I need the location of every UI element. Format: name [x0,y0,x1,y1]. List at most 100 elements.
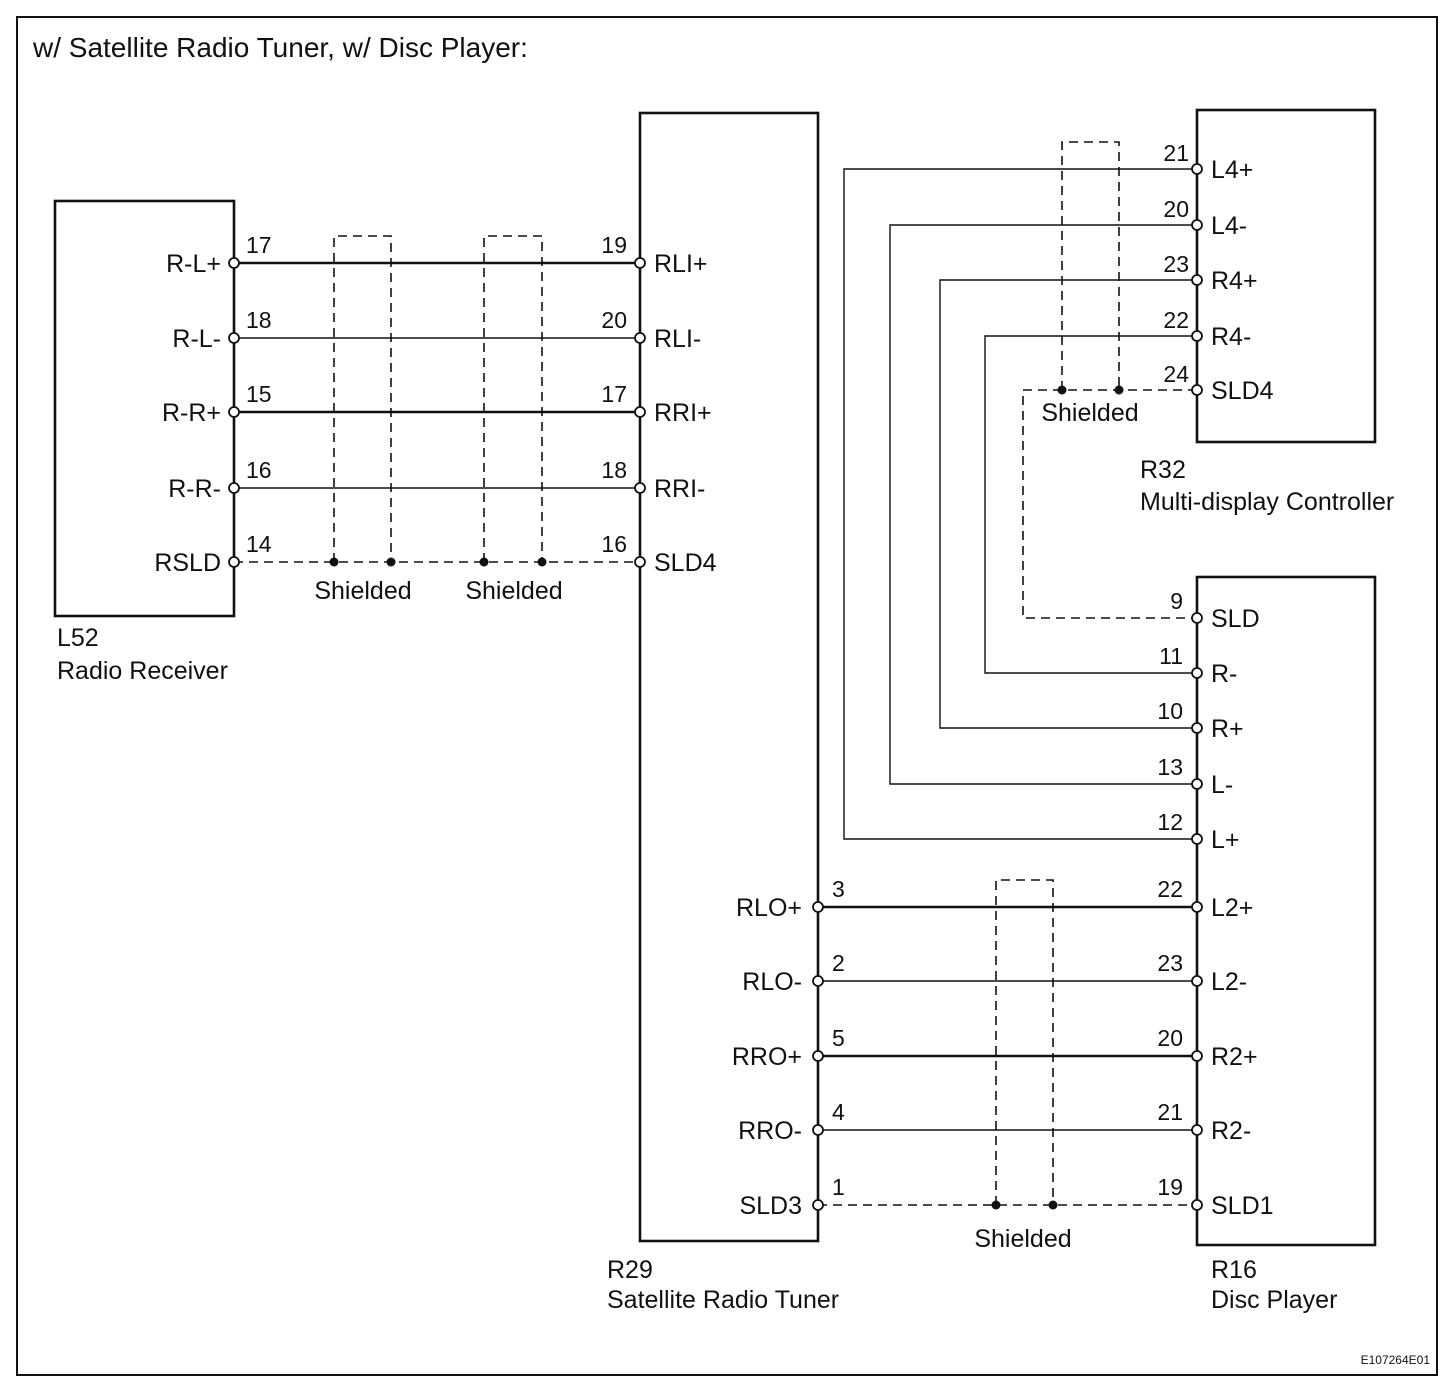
pin-number: 20 [1157,1025,1183,1051]
pin-number: 3 [832,876,845,902]
pin-label: R-L+ [166,250,221,278]
pin-label: L2+ [1211,894,1253,922]
pin-label: L4+ [1211,156,1253,184]
pin-terminal [812,901,824,913]
pin-label: SLD4 [654,549,717,577]
shield-loop-a [333,235,392,562]
shield-loop-c [1061,141,1120,390]
shield-junction [1048,1200,1058,1210]
pin-label: RRO- [738,1117,802,1145]
pin-terminal [1191,975,1203,987]
pin-number: 14 [246,531,272,557]
pin-label: SLD1 [1211,1192,1274,1220]
pin-terminal [1191,778,1203,790]
pin-terminal [1191,612,1203,624]
pin-label: SLD [1211,605,1260,633]
pin-number: 23 [1163,251,1189,277]
wire-r4-minus [984,335,1197,674]
pin-terminal [228,332,240,344]
pin-label: L4- [1211,212,1247,240]
pin-label: R4- [1211,323,1251,351]
shield-junction [537,557,547,567]
pin-number: 18 [601,457,627,483]
pin-label: SLD3 [739,1192,802,1220]
pin-number: 16 [246,457,272,483]
pin-label: R4+ [1211,267,1258,295]
wire-l4-minus [889,224,1197,785]
figure-code: E107264E01 [1361,1353,1431,1367]
pin-terminal [634,482,646,494]
pin-terminal [228,556,240,568]
pin-label: R+ [1211,715,1244,743]
pin-terminal [228,482,240,494]
pin-number: 22 [1157,876,1183,902]
pin-terminal [812,975,824,987]
pin-number: 5 [832,1025,845,1051]
pin-label: R- [1211,660,1237,688]
shield-junction [329,557,339,567]
shielded-label: Shielded [1041,399,1138,427]
shielded-label: Shielded [314,577,411,605]
pin-terminal [812,1050,824,1062]
shield-loop-b [483,235,543,562]
pin-number: 20 [1163,196,1189,222]
pin-number: 9 [1170,588,1183,614]
pin-terminal [1191,722,1203,734]
pin-terminal [634,556,646,568]
wire-shield-controller-disc [1022,389,1197,619]
wire-r4-plus [939,279,1197,729]
pin-label: RRI+ [654,399,712,427]
pin-terminal [1191,274,1203,286]
shield-junction [991,1200,1001,1210]
shield-junction [479,557,489,567]
diagram-title: w/ Satellite Radio Tuner, w/ Disc Player… [32,32,528,63]
pin-terminal [1191,219,1203,231]
satellite-radio-tuner-code: R29 [607,1256,653,1284]
pin-number: 20 [601,307,627,333]
pin-terminal [812,1199,824,1211]
pin-terminal [634,332,646,344]
pin-label: SLD4 [1211,377,1274,405]
pin-label: RSLD [154,549,221,577]
shield-junction [386,557,396,567]
pin-terminal [1191,833,1203,845]
diagram-frame [16,16,1438,1376]
pin-number: 13 [1157,754,1183,780]
pin-number: 15 [246,381,272,407]
pin-terminal [1191,1050,1203,1062]
satellite-radio-tuner-name: Satellite Radio Tuner [607,1286,839,1314]
pin-number: 19 [1157,1174,1183,1200]
pin-terminal [1191,1199,1203,1211]
pin-label: RLO+ [736,894,802,922]
pin-terminal [1191,163,1203,175]
pin-number: 1 [832,1174,845,1200]
pin-label: R-L- [172,325,221,353]
pin-terminal [634,406,646,418]
pin-label: L+ [1211,826,1240,854]
pin-number: 10 [1157,698,1183,724]
satellite-radio-tuner-box [638,111,820,1243]
pin-number: 24 [1163,361,1189,387]
shield-loop-d [995,879,1054,1205]
shield-junction [1114,385,1124,395]
pin-number: 19 [601,232,627,258]
pin-label: R-R- [168,475,221,503]
multi-display-controller-code: R32 [1140,456,1186,484]
pin-number: 21 [1157,1099,1183,1125]
pin-number: 22 [1163,307,1189,333]
pin-terminal [634,257,646,269]
pin-number: 17 [601,381,627,407]
pin-label: RRI- [654,475,705,503]
pin-terminal [1191,1124,1203,1136]
pin-number: 18 [246,307,272,333]
wire-l4-plus [843,168,1197,840]
multi-display-controller-name: Multi-display Controller [1140,488,1394,516]
pin-label: R2- [1211,1117,1251,1145]
pin-label: RLO- [742,968,802,996]
radio-receiver-name: Radio Receiver [57,657,228,685]
pin-number: 4 [832,1099,845,1125]
pin-terminal [1191,384,1203,396]
pin-label: L2- [1211,968,1247,996]
pin-label: RLI+ [654,250,708,278]
